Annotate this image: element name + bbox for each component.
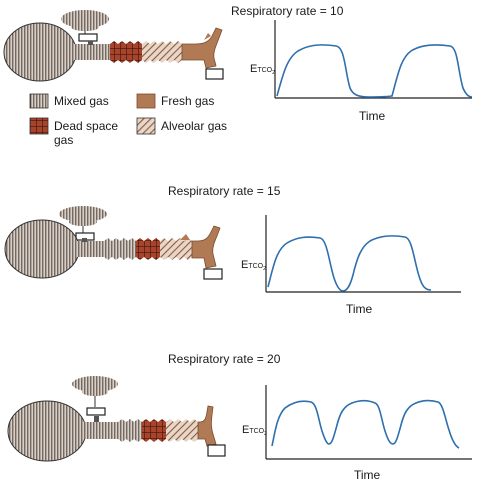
panel-2-circuit (4, 206, 223, 280)
legend-alveolar-swatch (136, 117, 156, 135)
panel-3-mixed-tube (82, 422, 118, 439)
legend-dead-label: Dead space (54, 119, 118, 133)
panel-1-valve (78, 33, 98, 42)
panel-2-fresh-gas-inlet (203, 268, 223, 280)
panel-3-fresh-gas-segment (197, 405, 217, 447)
panel-2-etco2-trace (267, 235, 432, 292)
panel-3-y-label: ETCO2 (242, 424, 267, 437)
panel-1-y-label: ETCO2 (250, 63, 275, 76)
panel-3-circuit (7, 376, 226, 462)
panel-2-exhaust-cloud (59, 206, 107, 234)
legend-dead-swatch (29, 117, 49, 135)
panel-1: Respiratory rate = 10 Mixed gas Fresh ga… (3, 4, 473, 147)
panel-2-mixed-tube (74, 241, 104, 257)
panel-3-dead-space-segment (142, 419, 166, 442)
panel-3-valve (86, 407, 106, 416)
panel-3-alveolar-segment (166, 419, 198, 442)
panel-2-reservoir-bag (4, 219, 80, 279)
panel-1-dead-space-segment (110, 41, 142, 63)
panel-2-title: Respiratory rate = 15 (168, 184, 281, 198)
panel-1-fresh-gas-inlet (205, 68, 224, 80)
legend-mixed-swatch (29, 93, 49, 109)
panel-2-dead-space-segment (136, 238, 160, 260)
panel-2-x-label: Time (346, 302, 373, 316)
legend-fresh-label: Fresh gas (161, 94, 214, 108)
panel-2-y-label: ETCO2 (241, 259, 266, 272)
panel-1-alveolar-segment (142, 41, 182, 63)
panel-3-x-label: Time (354, 468, 381, 481)
panel-1-x-label: Time (359, 109, 386, 123)
panel-3-fresh-gas-inlet (207, 444, 226, 457)
panel-1-fresh-gas-segment (181, 27, 223, 69)
panel-2: Respiratory rate = 15 ETCO2 Ti (4, 184, 461, 316)
panel-2-mixed-corrugated (104, 238, 136, 260)
panel-1-etco2-trace (276, 44, 473, 98)
panel-2-capnogram: ETCO2 Time (241, 215, 461, 316)
legend: Mixed gas Fresh gas Dead space gas Alveo… (29, 93, 227, 147)
legend-dead-label-2: gas (54, 133, 73, 147)
panel-1-capnogram: ETCO2 Time (250, 20, 473, 123)
panel-3-etco2-trace (271, 399, 460, 449)
legend-mixed-label: Mixed gas (54, 94, 109, 108)
panel-1-title: Respiratory rate = 10 (231, 4, 344, 18)
legend-fresh-swatch (136, 93, 156, 109)
panel-1-circuit (3, 10, 224, 82)
panel-1-exhaust-cloud (61, 10, 109, 37)
panel-3-capnogram: ETCO2 Time (242, 385, 472, 481)
panel-2-alveolar-segment (160, 238, 192, 260)
legend-alveolar-label: Alveolar gas (161, 119, 227, 133)
panel-2-fresh-gas-segment (191, 225, 221, 269)
panel-3: Respiratory rate = 20 ETCO2 Time (7, 352, 472, 481)
panel-3-title: Respiratory rate = 20 (168, 352, 281, 366)
panel-1-mixed-tube (72, 44, 110, 60)
panel-3-mixed-corrugated (118, 419, 142, 442)
panel-1-reservoir-bag (3, 22, 77, 82)
panel-3-reservoir-bag (7, 400, 87, 462)
panel-3-exhaust-cloud (72, 376, 118, 407)
